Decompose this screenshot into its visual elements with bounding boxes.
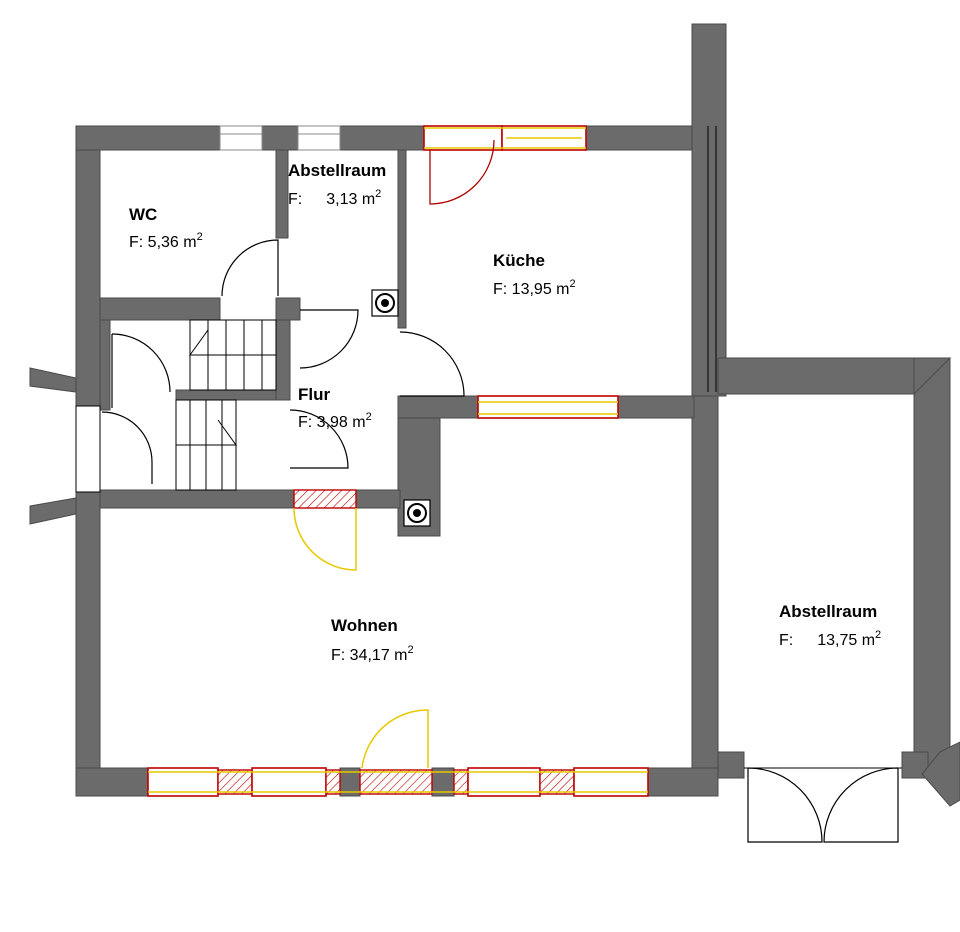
door-flur-stair xyxy=(289,409,349,469)
wall-wc-divider xyxy=(275,149,289,239)
room-area: F: 34,17 m2 xyxy=(331,644,414,664)
window-wc xyxy=(219,125,263,151)
door-entry xyxy=(101,411,153,484)
wall-wohnen-top-right xyxy=(355,489,401,509)
door-abstellraum xyxy=(299,309,359,369)
canopy-bottom xyxy=(29,497,77,525)
door-kueche-flur xyxy=(399,331,465,397)
wall-wc-bottom xyxy=(99,297,221,321)
door-storage-left xyxy=(747,767,823,843)
doors xyxy=(75,139,902,843)
wall-storage-corner xyxy=(913,357,952,396)
room-area: F: 3,98 m2 xyxy=(298,411,372,431)
room-name: Abstellraum xyxy=(779,602,877,621)
room-name: Küche xyxy=(493,251,545,270)
door-entry-inner xyxy=(111,333,171,393)
window-kitchen-door xyxy=(423,125,503,151)
door-wc xyxy=(221,239,279,297)
door-storage-right xyxy=(823,767,899,843)
room-area: F: 13,95 m2 xyxy=(493,278,576,298)
room-name: Abstellraum xyxy=(288,161,386,180)
wall-kitchen-bottom xyxy=(617,395,695,419)
wall-top xyxy=(75,125,221,151)
wall-top-mid xyxy=(261,125,299,151)
wall-top-right xyxy=(585,125,697,151)
wall-storage-pier-left xyxy=(717,751,745,779)
room-label-abstellraum: Abstellraum F:3,13 m2 xyxy=(288,161,386,208)
wall-bottom-right xyxy=(647,767,719,797)
wall-entry-divider xyxy=(99,319,111,411)
wall-corner-piece xyxy=(921,741,960,807)
chimneys xyxy=(371,289,431,527)
canopy-top xyxy=(29,367,77,393)
door-wohnen-terrace xyxy=(361,709,429,769)
window-abstell xyxy=(297,125,341,151)
room-label-kueche: Küche F: 13,95 m2 xyxy=(493,251,576,298)
wall-storage-right xyxy=(913,357,951,779)
stairs xyxy=(175,319,277,491)
walls xyxy=(29,23,960,807)
opening-kitchen-wohnen xyxy=(477,395,619,419)
wall-wc-bottom2 xyxy=(275,297,301,321)
wall-storage-pier-right xyxy=(901,751,929,779)
door-wohnen-new xyxy=(293,507,357,571)
wall-top-mid2 xyxy=(339,125,425,151)
wall-flur-right xyxy=(397,395,479,419)
wall-stair-post xyxy=(275,319,291,401)
wall-bottom-left xyxy=(75,767,149,797)
wall-column-right xyxy=(717,357,951,395)
wall-stair-mid xyxy=(175,389,291,401)
room-name: Wohnen xyxy=(331,616,398,635)
door-kitchen-terrace xyxy=(429,139,495,205)
wall-wohnen-top-left xyxy=(99,489,295,509)
wall-kitchen-right xyxy=(691,395,719,797)
room-label-wohnen: Wohnen F: 34,17 m2 xyxy=(331,616,414,664)
room-area: F:3,13 m2 xyxy=(288,188,381,208)
room-label-abstellraum-2: Abstellraum F:13,75 m2 xyxy=(779,602,881,649)
entry-opening xyxy=(75,405,101,493)
room-name: Flur xyxy=(298,385,330,404)
room-label-flur: Flur F: 3,98 m2 xyxy=(298,385,372,431)
wall-abstell-right xyxy=(397,149,407,329)
room-name: WC xyxy=(129,205,157,224)
room-area: F:13,75 m2 xyxy=(779,629,881,649)
room-label-wc: WC F: 5,36 m2 xyxy=(129,205,203,251)
windows-top xyxy=(219,125,587,151)
door-wohnen-hatch xyxy=(293,489,357,509)
wall-column xyxy=(691,23,727,397)
room-area: F: 5,36 m2 xyxy=(129,231,203,251)
windows-bottom xyxy=(147,767,649,797)
